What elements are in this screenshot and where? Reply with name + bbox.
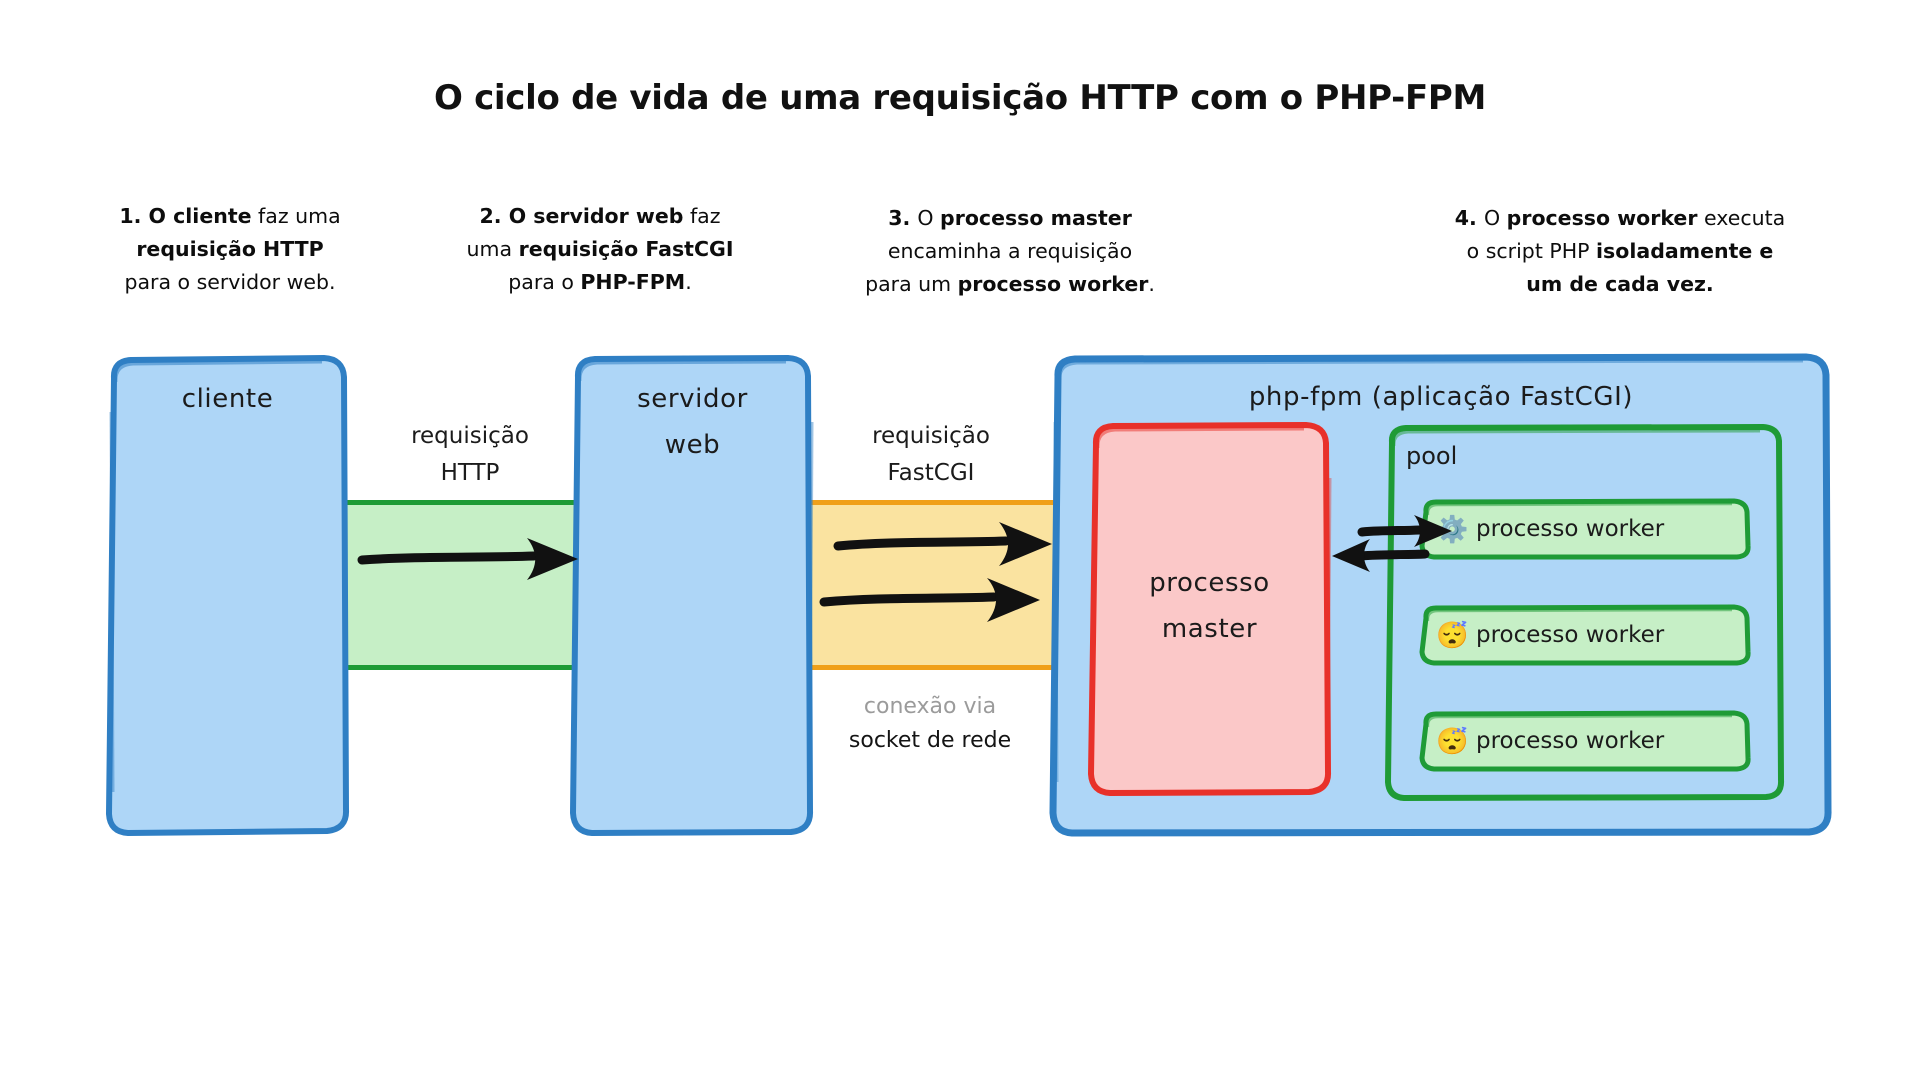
master-label: processo master — [1082, 568, 1337, 644]
step-1-line-3: para o servidor web. — [124, 270, 336, 294]
step-4-line-1: 4. O processo worker executa — [1454, 206, 1786, 230]
pool-box-shape — [1385, 424, 1785, 801]
php-fpm-label: php-fpm (aplicação FastCGI) — [1248, 382, 1634, 412]
worker-row-1: ⚙️ processo worker — [1414, 498, 1754, 560]
step-4-number: 4. — [1454, 206, 1484, 230]
cliente-label: cliente — [181, 384, 274, 414]
worker-2-box-shape — [1419, 604, 1751, 666]
step-1-line-1: 1. O cliente faz uma — [119, 204, 341, 228]
fastcgi-edge-label: requisição FastCGI — [806, 418, 1056, 492]
pool-label: pool — [1406, 442, 1458, 470]
sleeping-face-icon: 😴 — [1436, 726, 1469, 756]
sleeping-face-icon: 😴 — [1436, 620, 1469, 650]
step-caption-4: 4. O processo worker executa o script PHP… — [1420, 202, 1820, 301]
page-title: O ciclo de vida de uma requisição HTTP c… — [433, 78, 1487, 118]
worker-row-3: 😴 processo worker — [1414, 710, 1754, 772]
fastcgi-edge-label-line1: requisição — [872, 423, 990, 449]
fastcgi-connector-band — [808, 500, 1056, 670]
worker-2-label: processo worker — [1476, 622, 1665, 648]
worker-1-label: processo worker — [1476, 516, 1665, 542]
step-2-line-1: 2. O servidor web faz — [479, 204, 721, 228]
step-caption-2: 2. O servidor web faz uma requisição Fast… — [430, 200, 770, 299]
step-1-number: 1. — [119, 204, 149, 228]
worker-row-2: 😴 processo worker — [1414, 604, 1754, 666]
servidor-label: servidor web — [565, 384, 820, 460]
step-2-number: 2. — [479, 204, 509, 228]
http-edge-label-line1: requisição — [411, 423, 529, 449]
worker-3-box-shape — [1419, 710, 1751, 772]
step-3-line-3: para um processo worker. — [865, 272, 1155, 296]
node-pool: pool — [1382, 424, 1786, 804]
step-1-line-2: requisição HTTP — [136, 237, 324, 261]
http-connector-band — [345, 500, 595, 670]
http-edge-label-line2: HTTP — [440, 460, 500, 486]
master-box-shape — [1088, 422, 1332, 796]
socket-label-line2: socket de rede — [848, 728, 1012, 753]
step-3-line-2: encaminha a requisição — [887, 239, 1133, 263]
step-caption-3: 3. O processo master encaminha a requisiç… — [835, 202, 1185, 301]
node-processo-master: processo master — [1082, 418, 1337, 800]
step-3-line-1: 3. O processo master — [888, 206, 1132, 230]
step-2-line-3: para o PHP-FPM. — [508, 270, 692, 294]
servidor-box-shape — [570, 355, 814, 836]
step-3-number: 3. — [888, 206, 918, 230]
worker-3-label: processo worker — [1476, 728, 1665, 754]
node-servidor-web: servidor web — [565, 352, 820, 840]
step-4-line-3: um de cada vez. — [1526, 272, 1714, 296]
step-2-line-2: uma requisição FastCGI — [466, 237, 734, 261]
socket-connection-label: conexão via socket de rede — [790, 690, 1070, 758]
step-4-line-2: o script PHP isoladamente e — [1466, 239, 1774, 263]
step-caption-1: 1. O cliente faz uma requisição HTTP para … — [60, 200, 400, 299]
socket-label-line1: conexão via — [863, 694, 997, 719]
gear-icon: ⚙️ — [1436, 514, 1469, 544]
master-label-line2: master — [1161, 614, 1258, 644]
node-cliente: cliente — [100, 352, 355, 840]
fastcgi-edge-label-line2: FastCGI — [887, 460, 975, 486]
servidor-label-line1: servidor — [637, 384, 748, 414]
master-label-line1: processo — [1149, 568, 1270, 598]
cliente-box-shape — [106, 355, 350, 836]
http-edge-label: requisição HTTP — [345, 418, 595, 492]
servidor-label-line2: web — [664, 430, 721, 460]
